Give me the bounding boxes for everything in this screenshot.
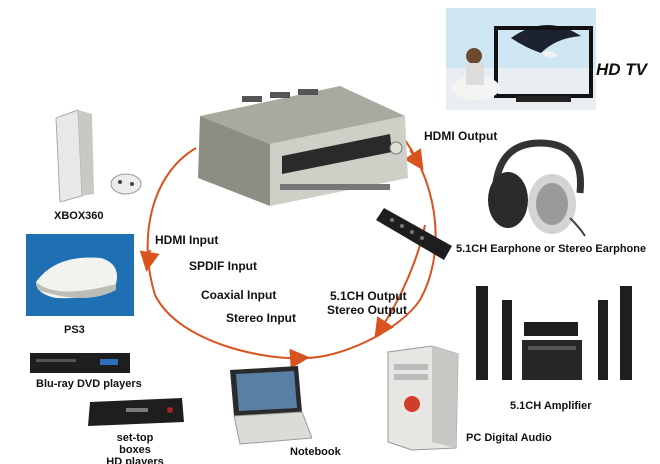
headphones-image — [488, 139, 586, 237]
stereo-input-label: Stereo Input — [226, 311, 297, 325]
hd-tv-image — [446, 8, 596, 110]
ps3-label: PS3 — [64, 324, 85, 336]
ps3-image — [26, 234, 134, 316]
settop-box-image — [88, 398, 184, 426]
bluray-label: Blu-ray DVD players — [36, 378, 142, 390]
pc-tower-image — [387, 345, 459, 451]
earphone-label: 5.1CH Earphone or Stereo Earphone — [456, 243, 647, 255]
spdif-input-label: SPDIF Input — [189, 259, 257, 273]
hdmi-input-label: HDMI Input — [155, 233, 219, 247]
xbox360-image — [55, 109, 142, 203]
coaxial-input-label: Coaxial Input — [201, 288, 277, 302]
5ch-output-label: 5.1CH Output — [330, 289, 407, 303]
remote-control-image — [376, 208, 452, 260]
pc-audio-label: PC Digital Audio — [466, 432, 552, 444]
audio-converter-image — [198, 86, 408, 206]
amplifier-label: 5.1CH Amplifier — [510, 400, 592, 412]
notebook-label: Notebook — [290, 446, 341, 458]
amplifier-speakers-image — [476, 286, 632, 380]
stereo-output-label: Stereo Output — [327, 303, 407, 317]
xbox360-label: XBOX360 — [54, 210, 104, 222]
notebook-image — [230, 366, 312, 445]
hdmi-output-label: HDMI Output — [424, 129, 498, 143]
settop-label: set-top boxes HD players — [106, 432, 164, 464]
bluray-player-image — [30, 353, 130, 373]
hd-tv-label: HD TV — [596, 60, 647, 79]
